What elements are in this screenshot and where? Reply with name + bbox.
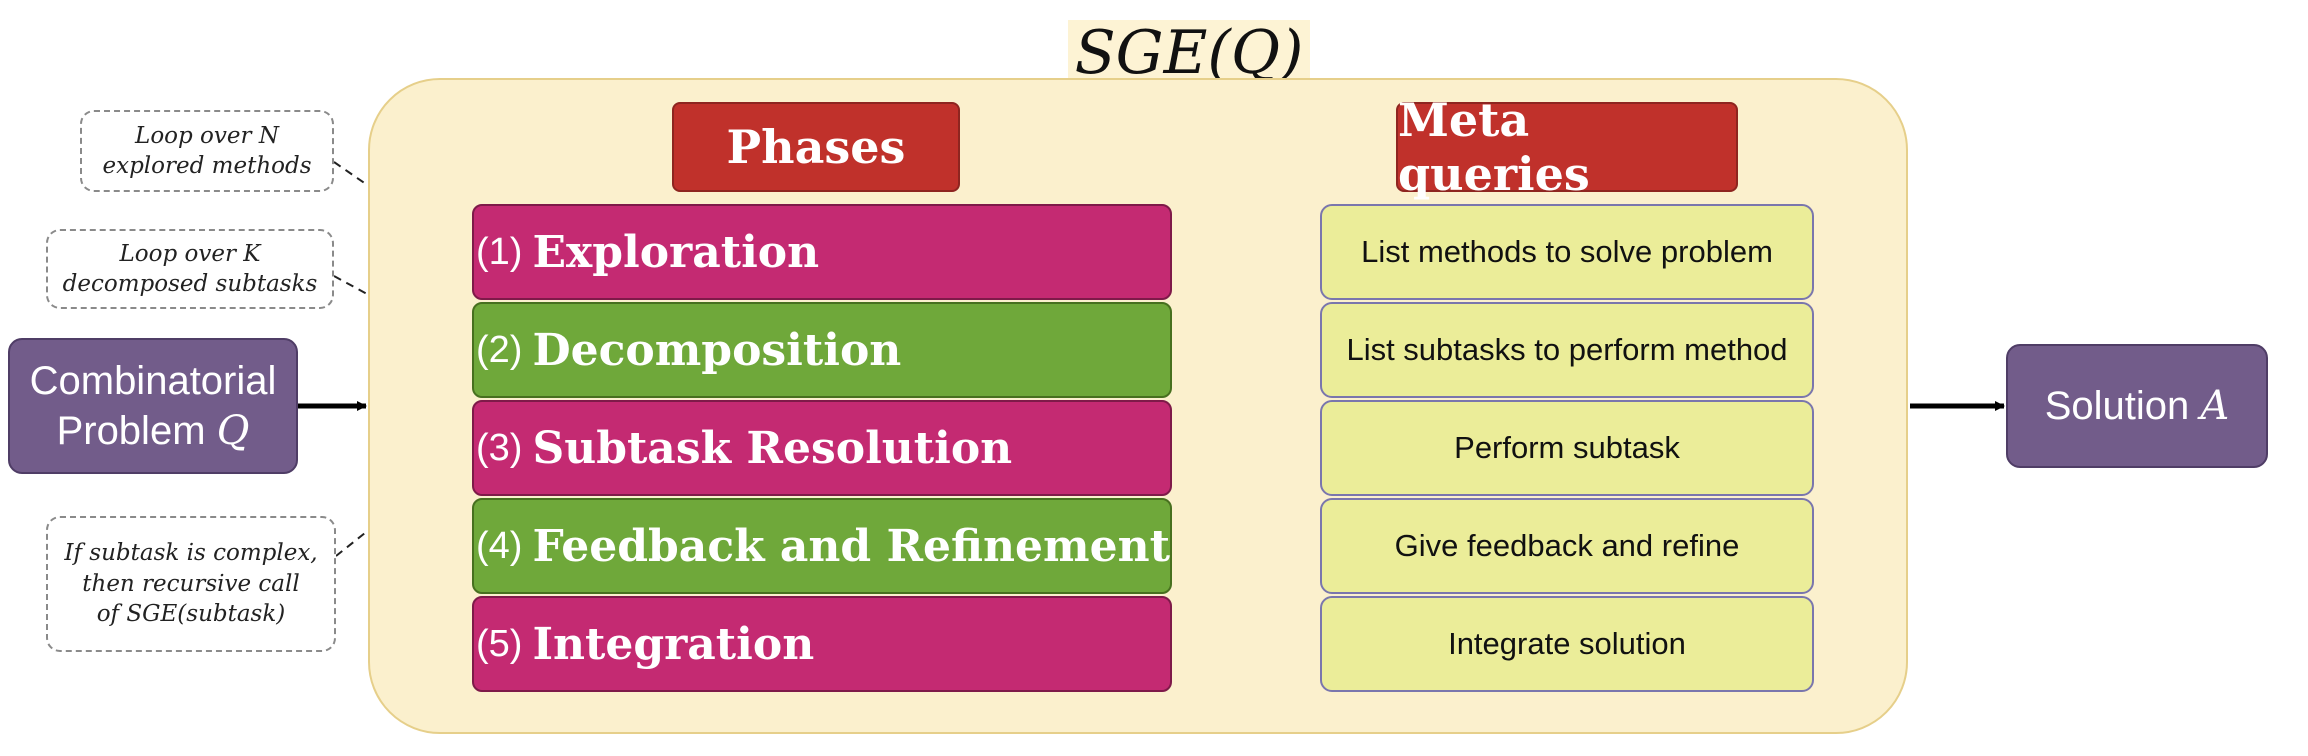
phase-name: Decomposition	[532, 324, 902, 376]
phase-number: (2)	[476, 328, 523, 371]
meta-query-exploration: List methods to solve problem	[1320, 204, 1814, 300]
phase-name: Integration	[532, 618, 815, 670]
note-line: Loop over N	[135, 121, 279, 151]
phase-name: Subtask Resolution	[532, 422, 1013, 474]
phase-number: (3)	[476, 426, 523, 469]
phase-feedback-refinement: (4) Feedback and Refinement	[472, 498, 1172, 594]
note-line: Loop over K	[120, 239, 261, 269]
note-line: explored methods	[102, 153, 312, 179]
output-variable: A	[2200, 383, 2230, 429]
note-line: If subtask is complex,	[64, 540, 318, 567]
phase-name: Exploration	[532, 226, 820, 278]
phase-number: (4)	[476, 524, 523, 567]
note-line: decomposed subtasks	[62, 271, 318, 297]
input-text: Problem	[56, 409, 217, 453]
phase-subtask-resolution: (3) Subtask Resolution	[472, 400, 1172, 496]
input-line: Problem Q	[30, 406, 277, 456]
diagram-title: SGE(Q)	[1068, 20, 1310, 86]
phase-number: (1)	[476, 230, 523, 273]
phase-name: Feedback and Refinement	[532, 520, 1170, 572]
input-variable: Q	[216, 408, 250, 454]
explore-loop-note: Loop over N explored methods	[80, 110, 334, 192]
phases-header: Phases	[672, 102, 960, 192]
recursion-note: If subtask is complex, then recursive ca…	[46, 516, 336, 652]
phase-exploration: (1) Exploration	[472, 204, 1172, 300]
note-line: then recursive call	[82, 570, 300, 597]
phase-number: (5)	[476, 622, 523, 665]
meta-query-feedback-refinement: Give feedback and refine	[1320, 498, 1814, 594]
meta-queries-header: Meta queries	[1396, 93, 1738, 201]
decompose-loop-note: Loop over K decomposed subtasks	[46, 229, 334, 309]
note-text: Loop over	[119, 240, 244, 267]
phase-integration: (5) Integration	[472, 596, 1172, 692]
input-line: Combinatorial	[29, 359, 277, 403]
output-text: Solution	[2044, 384, 2201, 428]
note-text: Loop over	[135, 122, 259, 149]
meta-query-subtask-resolution: Perform subtask	[1320, 400, 1814, 496]
note-line: of SGE(subtask)	[96, 601, 286, 628]
meta-query-decomposition: List subtasks to perform method	[1320, 302, 1814, 398]
note-variable: K	[243, 240, 261, 267]
input-problem-box: Combinatorial Problem Q	[8, 338, 298, 474]
phase-decomposition: (2) Decomposition	[472, 302, 1172, 398]
note-variable: N	[258, 122, 279, 149]
output-solution-box: Solution A	[2006, 344, 2268, 468]
meta-query-integration: Integrate solution	[1320, 596, 1814, 692]
